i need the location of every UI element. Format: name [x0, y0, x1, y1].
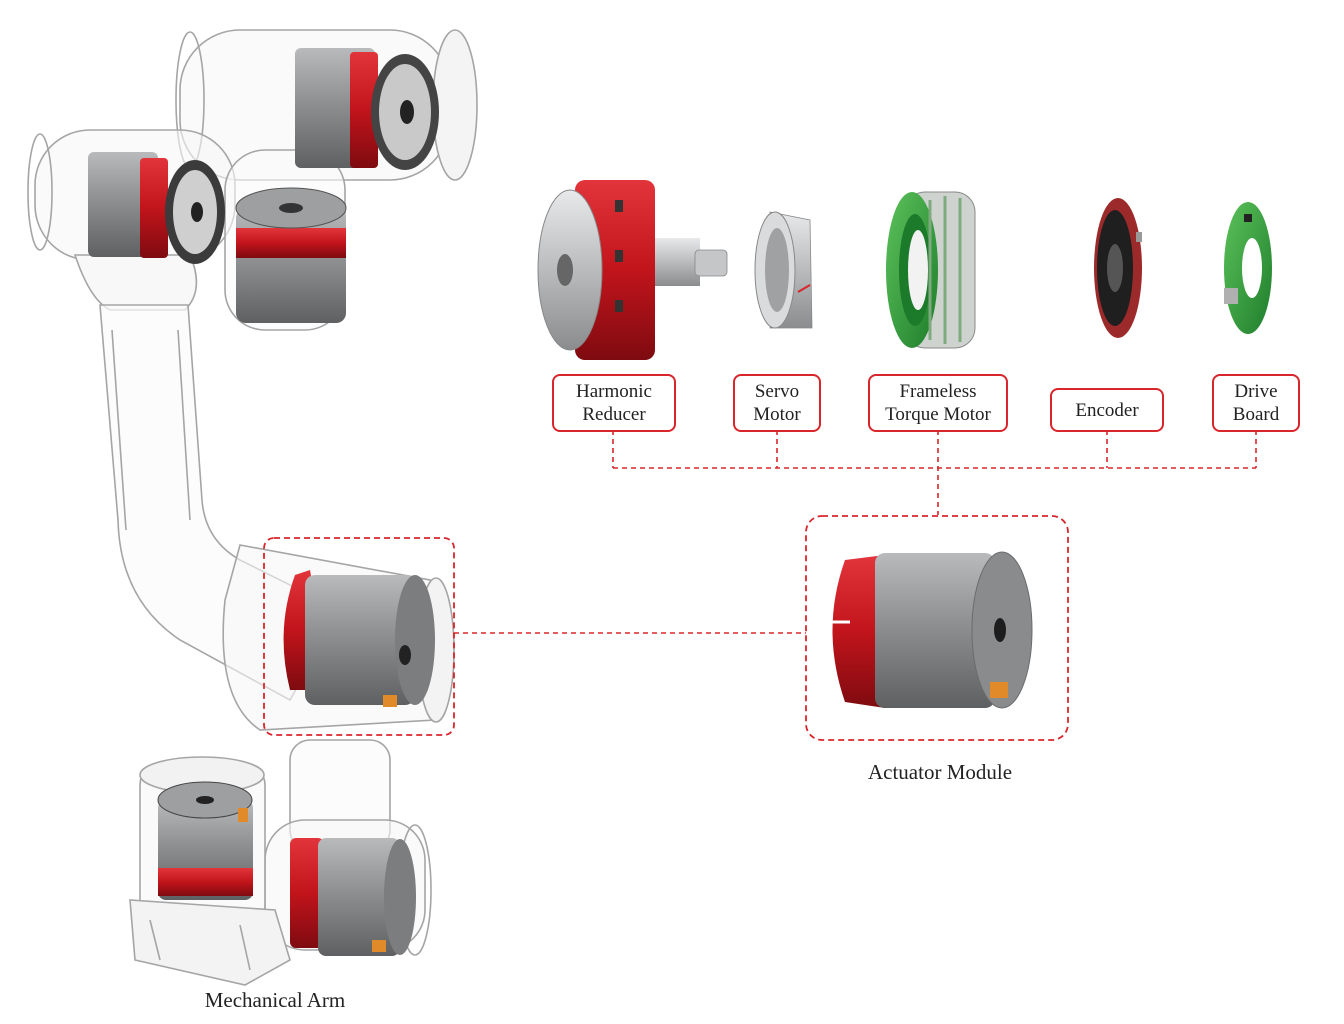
- frameless-torque-motor-image: [886, 191, 976, 349]
- label-line: Motor: [753, 404, 801, 425]
- actuator-module-image: [832, 551, 1033, 709]
- label-drive-board: Drive Board: [1212, 374, 1300, 432]
- drive-board-image: [1224, 202, 1272, 334]
- label-line: Encoder: [1075, 399, 1139, 421]
- mechanical-arm-caption: Mechanical Arm: [204, 988, 346, 1012]
- arm-selection-box: [263, 537, 455, 736]
- label-harmonic-reducer: Harmonic Reducer: [552, 374, 676, 432]
- arm-actuator-base: [157, 781, 253, 900]
- arm-elbow-top: [73, 254, 198, 311]
- servo-motor-image: [754, 211, 813, 329]
- label-line: Frameless: [899, 381, 977, 402]
- arm-actuator-wrist-2: [88, 152, 225, 264]
- label-line: Servo: [754, 381, 800, 402]
- label-line: Drive: [1234, 381, 1278, 402]
- arm-actuator-wrist-3: [295, 48, 439, 170]
- label-frameless-torque-motor: Frameless Torque Motor: [868, 374, 1008, 432]
- actuator-module-box: [805, 515, 1069, 741]
- arm-actuator-elbow: [283, 570, 435, 707]
- label-line: Board: [1232, 404, 1280, 425]
- label-encoder: Encoder: [1050, 388, 1164, 432]
- harmonic-reducer-image: [537, 180, 728, 360]
- component-connector-lines: [612, 430, 1257, 515]
- actuator-module-caption: Actuator Module: [867, 760, 1013, 784]
- arm-actuator-wrist-1: [235, 187, 347, 323]
- encoder-image: [1094, 198, 1142, 338]
- label-line: Harmonic: [576, 381, 652, 402]
- label-line: Torque Motor: [885, 404, 991, 425]
- label-servo-motor: Servo Motor: [733, 374, 821, 432]
- arm-actuator-shoulder: [290, 838, 416, 956]
- label-line: Reducer: [582, 404, 646, 425]
